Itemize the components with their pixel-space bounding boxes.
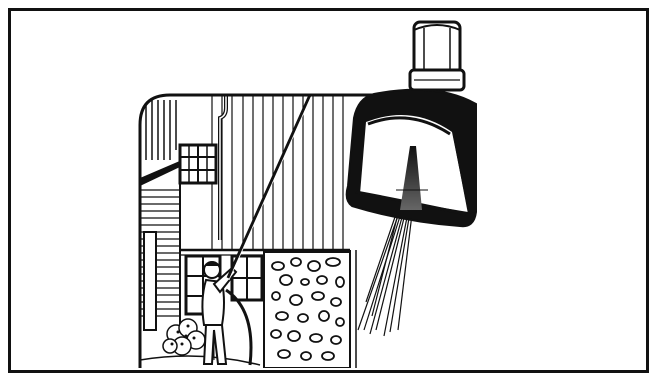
stone-wall [264,250,356,370]
nozzle-tip [347,22,476,226]
horizontal-siding [140,160,182,330]
upper-window [180,145,216,183]
